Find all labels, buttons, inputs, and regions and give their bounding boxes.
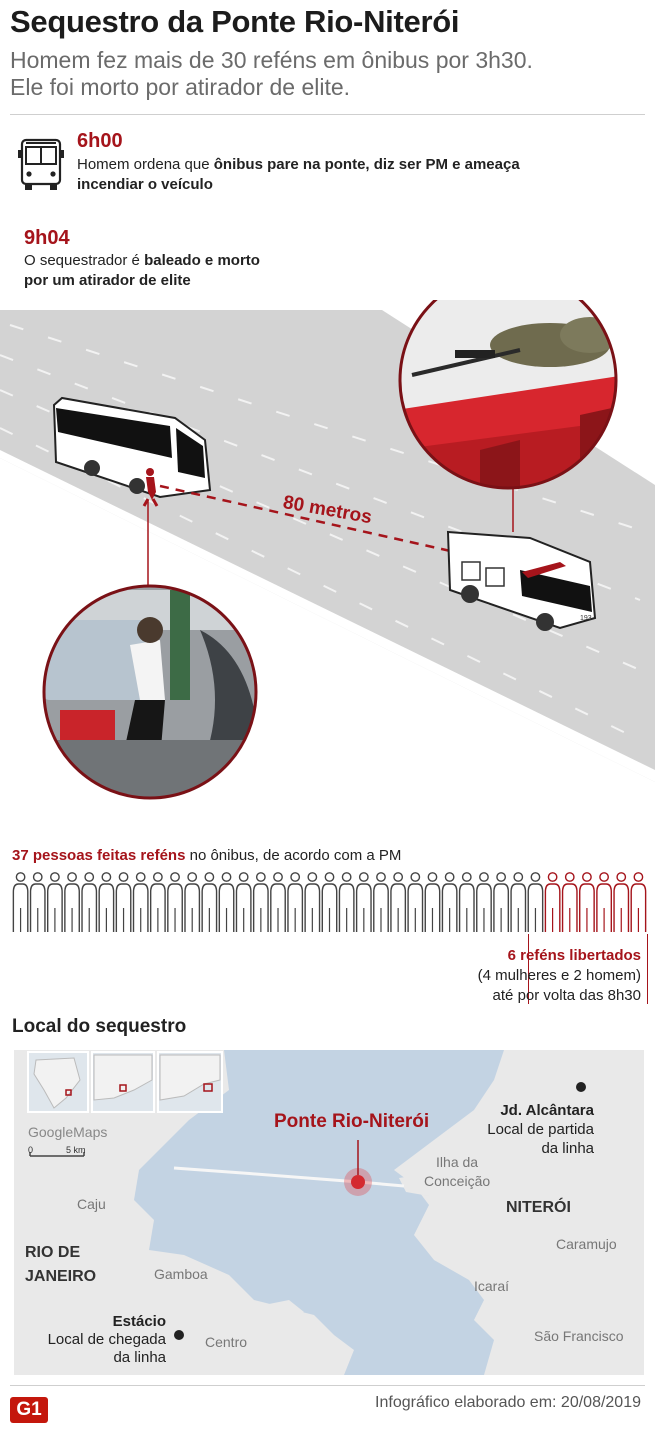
estacio-dot <box>174 1330 184 1340</box>
hijacker-photo <box>44 586 256 798</box>
hostage-figure-released <box>596 872 613 932</box>
hostage-figure <box>115 872 132 932</box>
g1-logo: G1 <box>10 1397 48 1423</box>
bridge-marker <box>351 1175 365 1189</box>
sao-francisco-label: São Francisco <box>534 1328 624 1344</box>
released-bracket-left <box>528 934 529 1004</box>
hostage-figure <box>424 872 441 932</box>
hijacker-figure <box>142 468 159 507</box>
truck-number: 193 <box>580 615 592 622</box>
ilha-label: Ilha da Conceição <box>424 1154 491 1189</box>
bus-drawing <box>52 396 212 499</box>
distance-line <box>159 484 456 554</box>
timeline-time-1: 6h00 <box>77 130 123 152</box>
sniper-photo-frame <box>398 300 618 490</box>
hostage-figure <box>12 872 29 932</box>
page-subtitle: Homem fez mais de 30 reféns em ônibus po… <box>10 47 650 101</box>
hostage-figure <box>252 872 269 932</box>
timeline-text-2: O sequestrador é baleado e morto por um … <box>24 252 260 289</box>
footer-divider <box>10 1385 645 1386</box>
hostage-figure <box>304 872 321 932</box>
hostage-figure <box>184 872 201 932</box>
bridge-label: Ponte Rio-Niterói <box>274 1111 430 1132</box>
scale-end: 5 km <box>66 1145 86 1155</box>
hostage-figure <box>132 872 149 932</box>
timeline-time-2: 9h04 <box>24 227 70 249</box>
fire-truck-drawing <box>446 530 597 631</box>
map-land-niteroi <box>394 1050 644 1375</box>
jd-alcantara-dot <box>576 1082 586 1092</box>
hostages-caption: 37 pessoas feitas reféns no ônibus, de a… <box>12 847 402 864</box>
hostage-figure <box>149 872 166 932</box>
hijacker-photo-frame <box>42 584 258 800</box>
map-bridge <box>173 1166 405 1188</box>
subtitle-line-2: Ele foi morto por atirador de elite. <box>10 74 351 100</box>
hostage-figure <box>493 872 510 932</box>
hostage-figure <box>355 872 372 932</box>
hostage-figure-released <box>613 872 630 932</box>
centro-label: Centro <box>205 1334 248 1350</box>
released-time: até por volta das 8h30 <box>492 987 641 1004</box>
icarai-label: Icaraí <box>474 1278 510 1294</box>
footer-date: Infográfico elaborado em: 20/08/2019 <box>375 1394 641 1411</box>
hostage-figure <box>201 872 218 932</box>
bus-icon <box>16 138 66 192</box>
page-title: Sequestro da Ponte Rio-Niterói <box>10 4 460 39</box>
hostage-figure <box>64 872 80 932</box>
jd-alcantara-label: Jd. Alcântara Local de partida da linha <box>487 1102 594 1157</box>
hostage-figure <box>29 872 46 932</box>
niteroi-label: NITERÓI <box>506 1199 571 1216</box>
map-land-rio <box>14 1050 354 1375</box>
released-title: 6 reféns libertados <box>507 947 641 964</box>
location-map <box>14 1050 644 1375</box>
rio-label: RIO DE JANEIRO <box>25 1244 97 1285</box>
scale-start: 0 <box>28 1145 34 1155</box>
scene-illustration: 193 <box>0 300 655 800</box>
hostage-figure <box>167 872 183 932</box>
released-bracket-right <box>647 934 648 1004</box>
hostage-figure <box>510 872 527 932</box>
hostage-figure <box>270 872 286 932</box>
hostage-figure <box>98 872 115 932</box>
hostage-figure <box>373 872 389 932</box>
map-section-title: Local do sequestro <box>12 1016 187 1037</box>
gamboa-label: Gamboa <box>154 1266 208 1282</box>
hostage-figure <box>441 872 458 932</box>
hostage-figure <box>235 872 252 932</box>
header-divider <box>10 114 645 115</box>
estacio-label: Estácio Local de chegada da linha <box>47 1313 166 1366</box>
hostage-figure <box>476 872 492 932</box>
hostage-figure <box>338 872 355 932</box>
timeline-text-1: Homem ordena que ônibus pare na ponte, d… <box>77 156 520 193</box>
hostage-figure-released <box>561 872 578 932</box>
released-info: 6 reféns libertados (4 mulheres e 2 home… <box>478 946 641 1006</box>
hostage-figure <box>46 872 63 932</box>
hostage-figure-released <box>579 872 595 932</box>
hostage-figure <box>321 872 338 932</box>
map-attribution: GoogleMaps <box>28 1124 108 1140</box>
subtitle-line-1: Homem fez mais de 30 reféns em ônibus po… <box>10 47 533 73</box>
hostage-figure <box>407 872 424 932</box>
hostage-figures <box>12 872 647 932</box>
caramujo-label: Caramujo <box>556 1236 617 1252</box>
inset-maps <box>27 1051 223 1113</box>
hostage-figure <box>218 872 235 932</box>
hostage-figure <box>390 872 407 932</box>
hostage-figure <box>458 872 475 932</box>
hostage-figure-released <box>630 872 647 932</box>
hostage-figure <box>527 872 544 932</box>
road-edge <box>0 450 655 782</box>
caju-label: Caju <box>77 1196 106 1212</box>
hostage-figure <box>81 872 98 932</box>
hostage-figure-released <box>544 872 561 932</box>
hostage-figure <box>287 872 304 932</box>
released-detail: (4 mulheres e 2 homem) <box>477 967 641 984</box>
